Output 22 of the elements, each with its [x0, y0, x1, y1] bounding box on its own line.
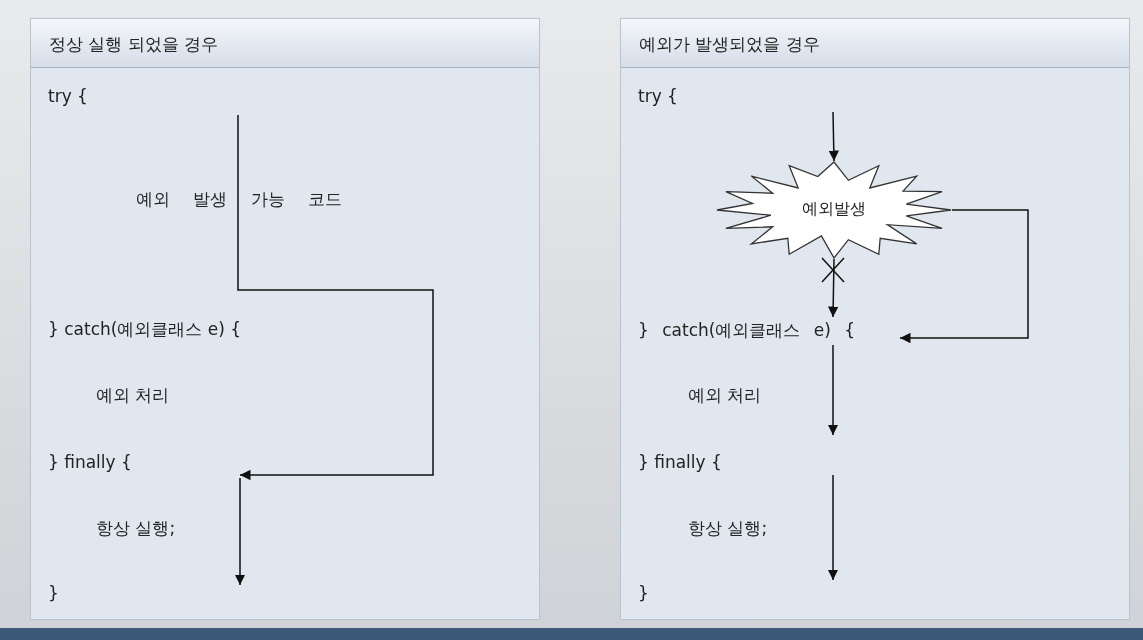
code-text: 예외 처리: [688, 384, 762, 407]
code-text: 항상 실행;: [96, 517, 176, 540]
code-text: }: [638, 583, 649, 603]
arrow: [827, 258, 839, 318]
code-text: } catch(예외클래스 e) {: [48, 318, 242, 341]
explosion-burst: [716, 161, 952, 259]
arrow: [899, 209, 1029, 344]
code-text: }: [48, 583, 59, 603]
code-text: try {: [638, 86, 678, 106]
code-text: try {: [48, 86, 88, 106]
burst-label: 예외발생: [801, 199, 867, 220]
code-panel: [620, 18, 1130, 620]
code-text: } finally {: [638, 452, 722, 472]
code-panel: [30, 18, 540, 620]
code-text: } catch(예외클래스 e) {: [638, 317, 900, 361]
panel-title: 정상 실행 되었을 경우: [49, 33, 219, 56]
code-text: 예외 처리: [96, 384, 170, 407]
panel-title: 예외가 발생되었을 경우: [639, 33, 820, 56]
code-text: 항상 실행;: [688, 517, 768, 540]
arrow: [828, 111, 840, 162]
code-text: } finally {: [48, 452, 132, 472]
code-text: 예외 발생 가능 코드: [136, 188, 343, 211]
